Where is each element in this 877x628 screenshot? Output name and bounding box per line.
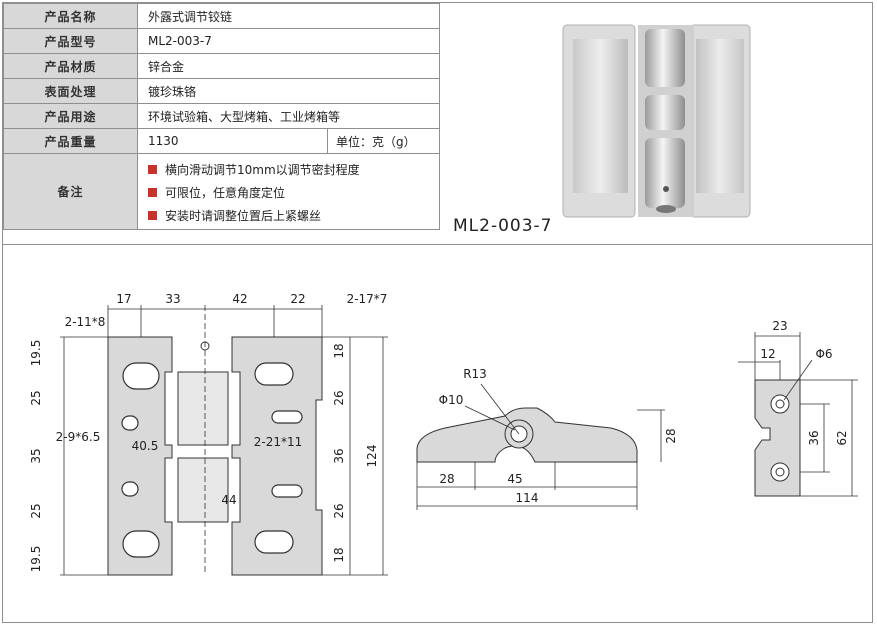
photo-caption: ML2-003-7 xyxy=(453,216,553,236)
section-divider xyxy=(3,244,872,245)
spec-value: 环境试验箱、大型烤箱、工业烤箱等 xyxy=(137,103,440,129)
spec-value: 1130 xyxy=(137,128,328,154)
spec-table: 产品名称 外露式调节铰链 产品型号 ML2-003-7 产品材质 锌合金 表面处… xyxy=(3,3,440,230)
bullet-icon xyxy=(148,188,157,197)
end-dim: 36 xyxy=(807,430,821,445)
side-dim: 28 xyxy=(664,428,678,443)
spec-row: 产品型号 ML2-003-7 xyxy=(3,28,440,54)
spec-label: 产品型号 xyxy=(3,28,138,54)
side-dim: 28 xyxy=(439,472,454,486)
spec-value: 外露式调节铰链 xyxy=(137,3,440,29)
note-item: 可限位，任意角度定位 xyxy=(148,181,439,204)
callout-label: 2-11*8 xyxy=(65,315,106,329)
callout-label: 2-21*11 xyxy=(254,435,303,449)
spec-row: 产品材质 锌合金 xyxy=(3,53,440,79)
note-text: 可限位，任意角度定位 xyxy=(165,186,286,200)
dim-right: 36 xyxy=(332,448,346,463)
dim-right: 18 xyxy=(332,343,346,358)
bullet-icon xyxy=(148,211,157,220)
spec-value: ML2-003-7 xyxy=(137,28,440,54)
dim-top: 33 xyxy=(165,292,180,306)
side-label: Φ10 xyxy=(439,393,464,407)
end-dim: 62 xyxy=(835,430,849,445)
note-text: 安装时请调整位置后上紧螺丝 xyxy=(165,209,322,223)
spec-label: 表面处理 xyxy=(3,78,138,104)
spec-label: 产品名称 xyxy=(3,3,138,29)
dim-left: 25 xyxy=(29,503,43,518)
callout-label: 2-9*6.5 xyxy=(56,430,101,444)
spec-row: 表面处理 镀珍珠铬 xyxy=(3,78,440,104)
notes-list: 横向滑动调节10mm以调节密封程度 可限位，任意角度定位 安装时请调整位置后上紧… xyxy=(137,153,440,230)
side-dim: 45 xyxy=(507,472,522,486)
dim-left: 25 xyxy=(29,390,43,405)
spec-value: 锌合金 xyxy=(137,53,440,79)
note-item: 安装时请调整位置后上紧螺丝 xyxy=(148,204,439,227)
side-label: R13 xyxy=(463,367,487,381)
side-dim: 114 xyxy=(516,491,539,505)
spec-row: 产品重量 1130 单位：克（g） xyxy=(3,128,440,154)
product-photo xyxy=(562,24,751,218)
spec-label: 产品重量 xyxy=(3,128,138,154)
dim-left: 19.5 xyxy=(29,546,43,573)
dim-top: 17 xyxy=(116,292,131,306)
bullet-icon xyxy=(148,165,157,174)
product-photo-area xyxy=(440,3,872,245)
spec-unit: 单位：克（g） xyxy=(327,128,440,154)
dim-right: 26 xyxy=(332,503,346,518)
end-dim: 12 xyxy=(760,347,775,361)
dim-left: 35 xyxy=(29,448,43,463)
inner-dim: 40.5 xyxy=(132,439,159,453)
spec-label: 产品材质 xyxy=(3,53,138,79)
dim-top: 42 xyxy=(232,292,247,306)
notes-label: 备注 xyxy=(3,153,138,230)
notes-row: 备注 横向滑动调节10mm以调节密封程度 可限位，任意角度定位 安装时请调整位置… xyxy=(3,153,440,230)
inner-dim: 44 xyxy=(221,493,236,507)
dim-top: 22 xyxy=(290,292,305,306)
spec-row: 产品名称 外露式调节铰链 xyxy=(3,3,440,29)
note-item: 横向滑动调节10mm以调节密封程度 xyxy=(148,158,439,181)
dim-right: 26 xyxy=(332,390,346,405)
end-dim: Φ6 xyxy=(815,347,832,361)
end-view-drawing: 23 12 Φ6 36 62 xyxy=(738,319,858,497)
spec-value: 镀珍珠铬 xyxy=(137,78,440,104)
callout-label: 2-17*7 xyxy=(347,292,388,306)
dim-overall: 124 xyxy=(365,445,379,468)
spec-row: 产品用途 环境试验箱、大型烤箱、工业烤箱等 xyxy=(3,103,440,129)
front-view-drawing: 17 33 42 22 2-11*8 2-17*7 2-9*6.5 2-21*1… xyxy=(29,292,388,576)
end-dim: 23 xyxy=(772,319,787,333)
side-view-drawing: R13 Φ10 28 28 45 114 xyxy=(416,367,678,510)
note-text: 横向滑动调节10mm以调节密封程度 xyxy=(165,163,360,177)
dim-right: 18 xyxy=(332,547,346,562)
spec-label: 产品用途 xyxy=(3,103,138,129)
dim-left: 19.5 xyxy=(29,340,43,367)
